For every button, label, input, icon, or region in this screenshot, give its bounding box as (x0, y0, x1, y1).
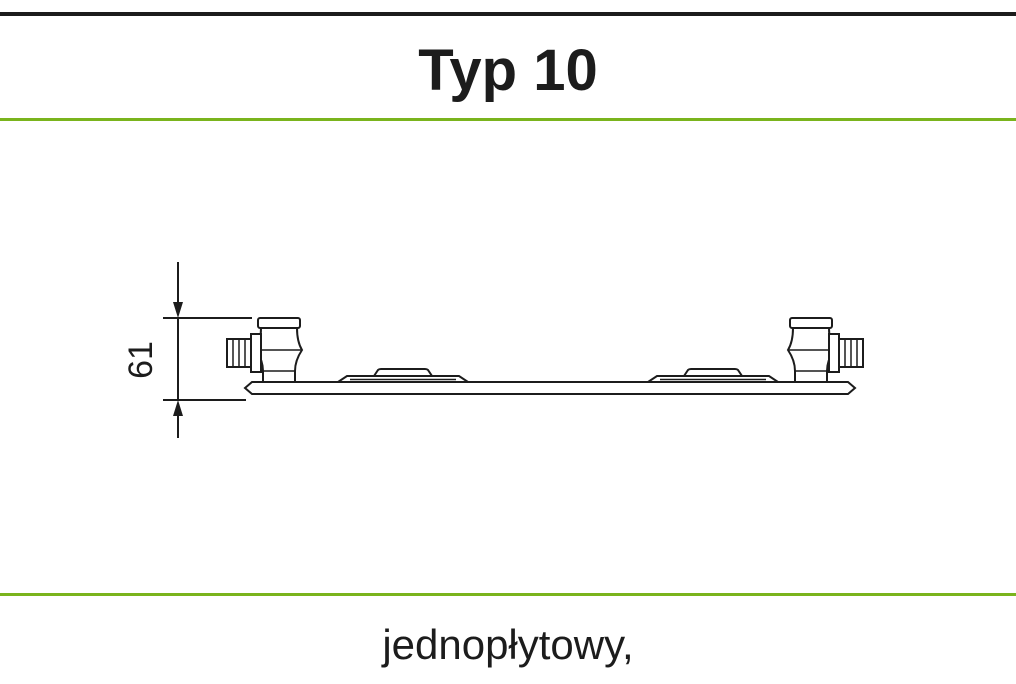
dimension-arrowhead-down-icon (173, 302, 183, 318)
page-title: Typ 10 (418, 38, 598, 103)
left-connection-fitting (226, 317, 304, 383)
caption: jednopłytowy, (382, 621, 634, 668)
left-convector-tab (337, 368, 469, 383)
fitting-hub-cap (257, 317, 301, 329)
fitting-hub-body (254, 327, 304, 383)
right-connection-fitting (787, 317, 864, 383)
dimension-value-label: 61 (122, 341, 160, 379)
tab-raised-center (372, 368, 434, 377)
fitting-flange (250, 333, 262, 373)
dimension-arrowhead-up-icon (173, 400, 183, 416)
caption-rule (0, 593, 1016, 596)
depth-dimension: 61 (122, 262, 252, 438)
right-convector-tab (647, 368, 779, 383)
top-rule (0, 12, 1016, 16)
title-underline-rule (0, 118, 1016, 121)
radiator-panel (243, 381, 857, 395)
radiator-cross-section-diagram: 61 (122, 262, 864, 438)
